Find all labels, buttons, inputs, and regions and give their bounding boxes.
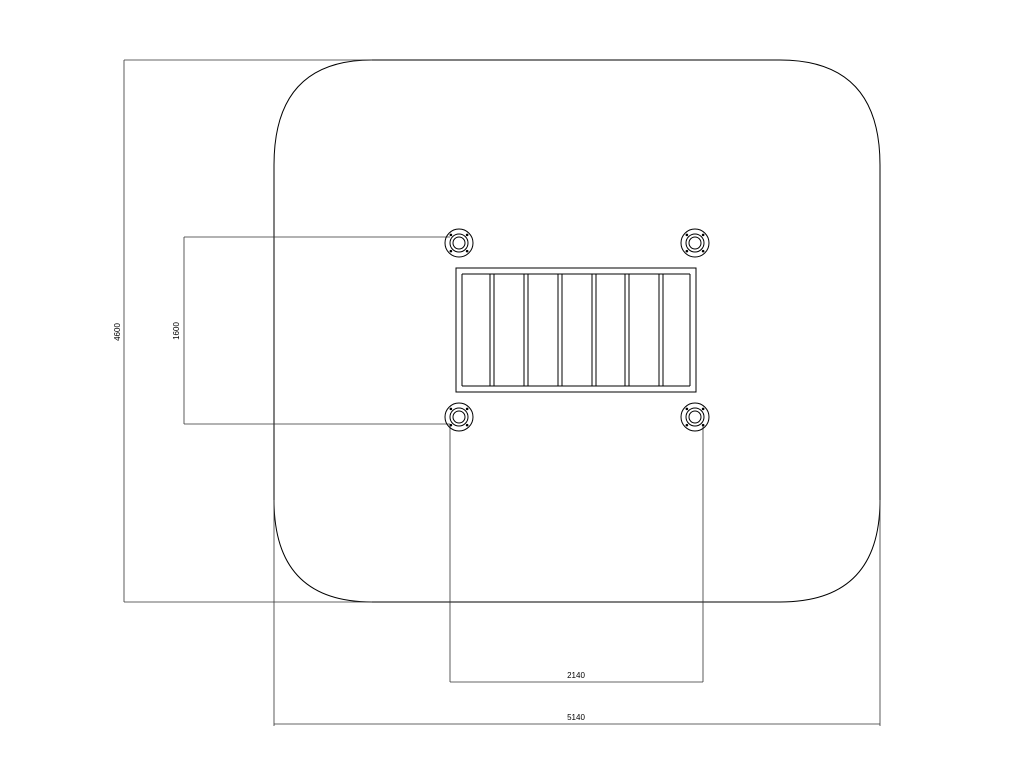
post-ring <box>680 402 710 432</box>
post-ring <box>685 407 705 427</box>
post-bolt <box>449 423 453 427</box>
post-ring <box>685 233 705 253</box>
post-spacing-h-label: 2140 <box>567 671 585 680</box>
post-bolt <box>685 249 689 253</box>
post-ring <box>688 236 702 250</box>
post-ring <box>444 402 474 432</box>
post-bolt <box>465 423 469 427</box>
post-bolt <box>701 407 705 411</box>
post <box>444 402 474 432</box>
post-bolt <box>449 249 453 253</box>
post <box>680 228 710 258</box>
post-ring <box>444 228 474 258</box>
post-bolt <box>701 233 705 237</box>
ladder-frame <box>455 267 697 393</box>
post <box>444 228 474 258</box>
post-ring <box>449 233 469 253</box>
post-bolt <box>685 407 689 411</box>
ladder-rungs <box>489 274 664 386</box>
post-spacing-v-label: 1600 <box>172 322 181 340</box>
post-bolt <box>465 249 469 253</box>
post-ring <box>680 228 710 258</box>
post-bolt <box>449 233 453 237</box>
post-ring <box>452 236 466 250</box>
safety-zone-outline <box>273 59 881 603</box>
post-bolt <box>449 407 453 411</box>
post-bolt <box>701 423 705 427</box>
height-dim-label: 4600 <box>113 323 122 341</box>
post-bolt <box>701 249 705 253</box>
width-dim-label: 5140 <box>567 713 585 722</box>
post-bolt <box>685 233 689 237</box>
post-ring <box>688 410 702 424</box>
post-bolt <box>685 423 689 427</box>
post-bolt <box>465 407 469 411</box>
ladder-outer-rect <box>455 267 697 393</box>
post-ring <box>452 410 466 424</box>
post-bolt <box>465 233 469 237</box>
post-ring <box>449 407 469 427</box>
post <box>680 402 710 432</box>
posts <box>444 228 710 432</box>
